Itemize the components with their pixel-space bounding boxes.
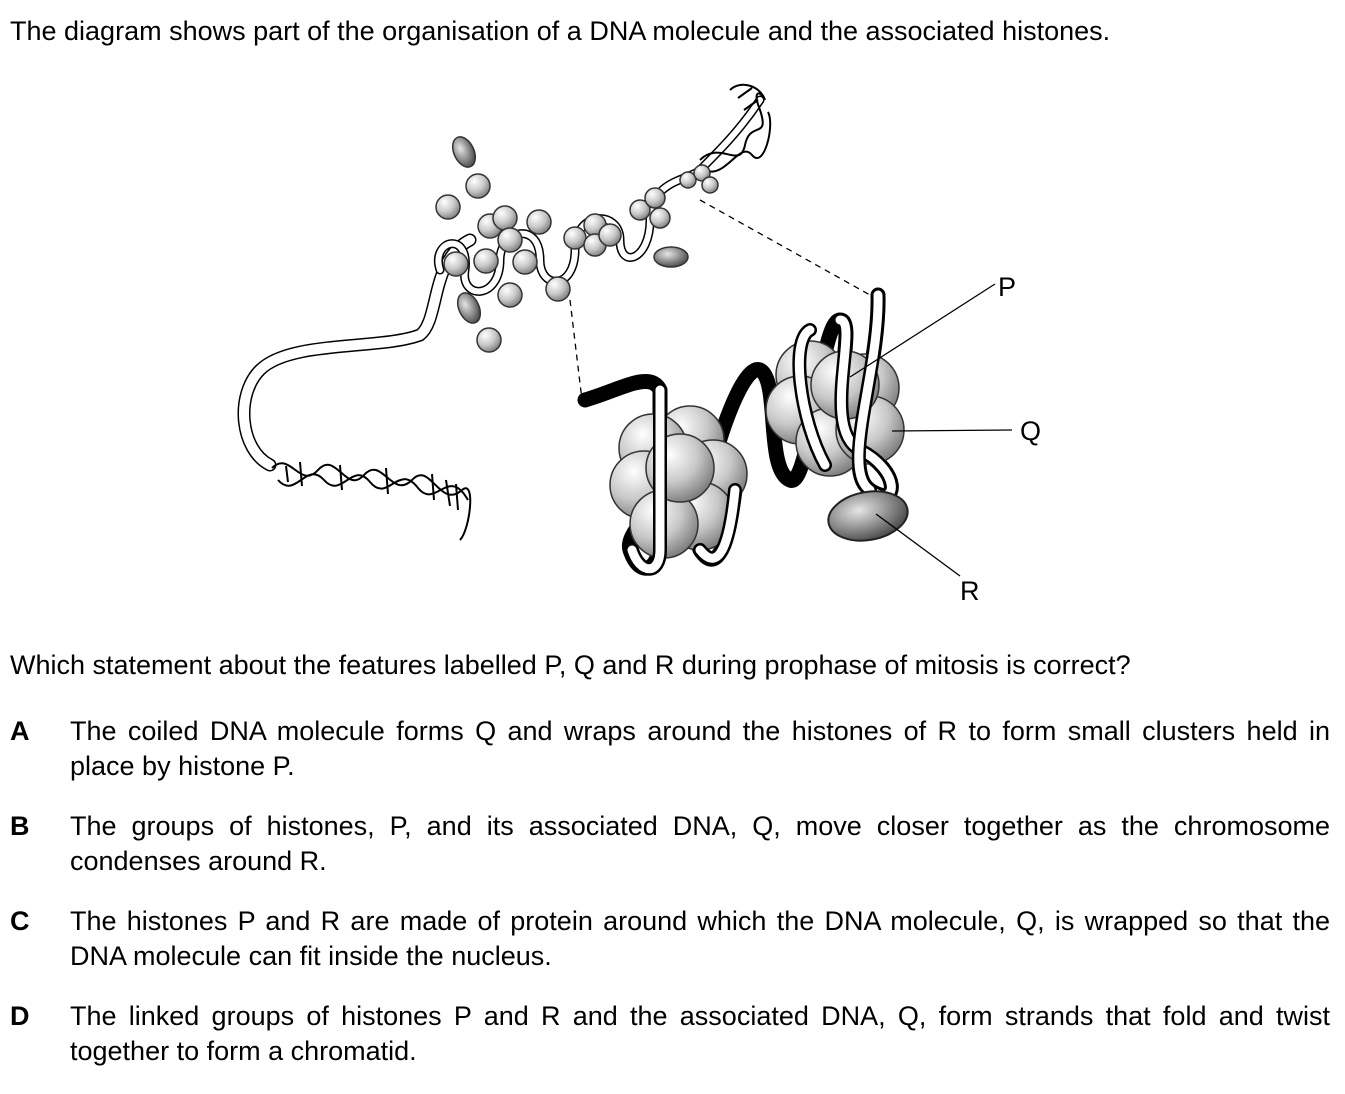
option-letter: B bbox=[10, 811, 30, 841]
histone-group-left bbox=[609, 405, 748, 559]
option-letter: C bbox=[10, 906, 30, 936]
label-leader-lines bbox=[849, 283, 1013, 577]
intro-text: The diagram shows part of the organisati… bbox=[10, 16, 1111, 46]
label-q: Q bbox=[1020, 416, 1041, 446]
double-helix-bottom bbox=[271, 461, 472, 541]
option-text: The coiled DNA molecule forms Q and wrap… bbox=[70, 716, 1330, 781]
double-helix-top bbox=[699, 83, 772, 173]
small-coiled-strand bbox=[433, 95, 765, 296]
label-p: P bbox=[998, 272, 1016, 302]
dna-histone-diagram: P Q R bbox=[237, 83, 1041, 606]
answer-options: A The coiled DNA molecule forms Q and wr… bbox=[10, 714, 1330, 1094]
magnification-lines bbox=[569, 199, 871, 401]
option-text: The linked groups of histones P and R an… bbox=[70, 1001, 1330, 1066]
option-letter: D bbox=[10, 1001, 30, 1031]
option-text: The histones P and R are made of protein… bbox=[70, 906, 1330, 971]
option-b[interactable]: B The groups of histones, P, and its ass… bbox=[10, 809, 1330, 879]
option-a[interactable]: A The coiled DNA molecule forms Q and wr… bbox=[10, 714, 1330, 784]
small-histone-cluster bbox=[435, 136, 719, 353]
option-c[interactable]: C The histones P and R are made of prote… bbox=[10, 904, 1330, 974]
option-letter: A bbox=[10, 716, 30, 746]
histone-r bbox=[827, 490, 909, 542]
option-d[interactable]: D The linked groups of histones P and R … bbox=[10, 999, 1330, 1069]
question-text: Which statement about the features label… bbox=[10, 650, 1131, 680]
small-dna-ribbon bbox=[237, 233, 477, 472]
option-text: The groups of histones, P, and its assoc… bbox=[70, 811, 1330, 876]
label-r: R bbox=[960, 576, 980, 606]
